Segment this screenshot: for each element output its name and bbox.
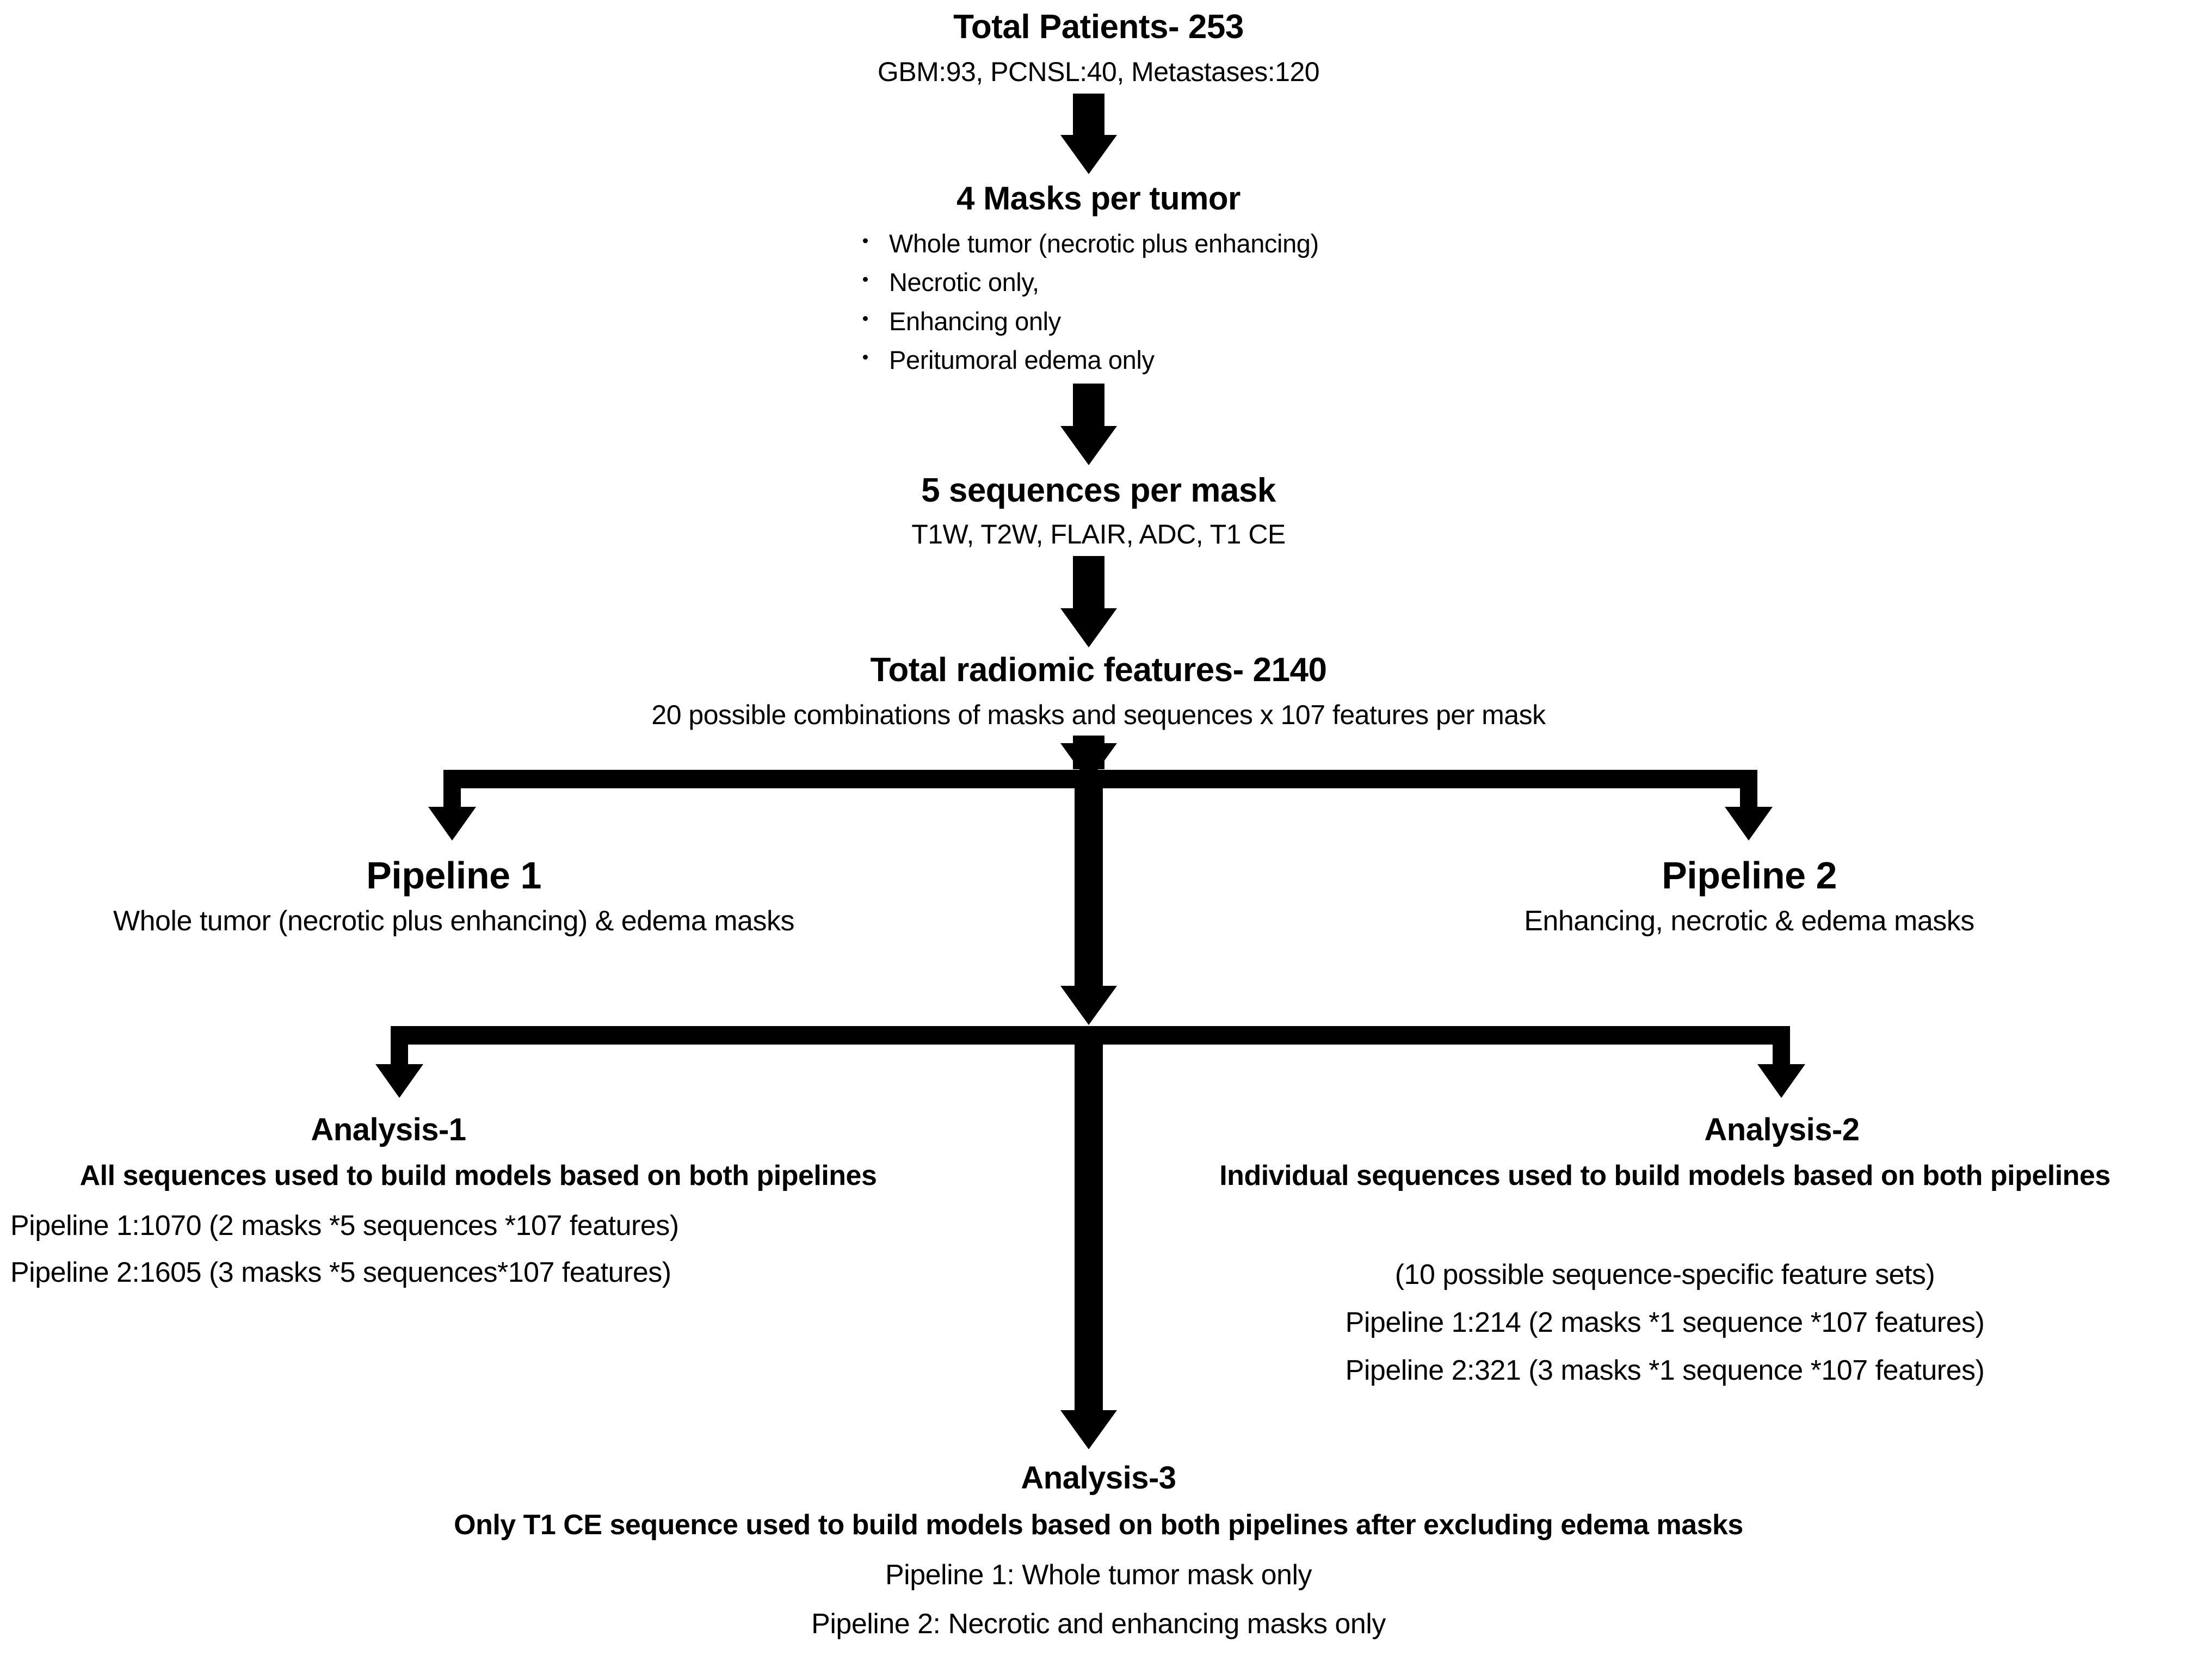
list-item: Necrotic only, bbox=[849, 263, 1529, 301]
connector-masks-to-sequences-shaft bbox=[1073, 384, 1104, 427]
connector-split1-right-shaft bbox=[1740, 770, 1757, 808]
node-total-patients-subtitle: GBM:93, PCNSL:40, Metastases:120 bbox=[877, 57, 1320, 87]
node-analysis-3-title: Analysis-3 bbox=[1021, 1460, 1176, 1496]
node-total-patients-title: Total Patients- 253 bbox=[953, 8, 1244, 46]
node-analysis-1-line-1: Pipeline 1:1070 (2 masks *5 sequences *1… bbox=[10, 1210, 679, 1242]
connector-masks-to-sequences-head bbox=[1060, 426, 1117, 465]
node-analysis-2-line-3: Pipeline 2:321 (3 masks *1 sequence *107… bbox=[1345, 1355, 1985, 1386]
node-sequences-title: 5 sequences per mask bbox=[921, 472, 1276, 509]
node-masks-list: Whole tumor (necrotic plus enhancing) Ne… bbox=[849, 224, 1529, 380]
node-pipeline-1-title: Pipeline 1 bbox=[366, 854, 541, 897]
connector-sequences-to-features-shaft bbox=[1073, 556, 1104, 609]
node-analysis-3-heading: Only T1 CE sequence used to build models… bbox=[454, 1509, 1743, 1541]
list-item: Enhancing only bbox=[849, 302, 1529, 341]
connector-patients-to-masks-head bbox=[1060, 135, 1117, 174]
list-item: Peritumoral edema only bbox=[849, 341, 1529, 379]
node-features-title: Total radiomic features- 2140 bbox=[870, 651, 1327, 689]
node-pipeline-2-title: Pipeline 2 bbox=[1662, 854, 1837, 897]
list-item: Whole tumor (necrotic plus enhancing) bbox=[849, 224, 1529, 263]
connector-split1-left-shaft bbox=[443, 770, 461, 808]
node-pipeline-2-subtitle: Enhancing, necrotic & edema masks bbox=[1524, 905, 1974, 937]
node-analysis-1-title: Analysis-1 bbox=[311, 1112, 466, 1147]
node-analysis-3-line-1: Pipeline 1: Whole tumor mask only bbox=[885, 1559, 1312, 1591]
connector-split1-right-head bbox=[1725, 807, 1773, 841]
node-analysis-1-heading: All sequences used to build models based… bbox=[79, 1160, 877, 1191]
connector-features-split-bar bbox=[443, 770, 1757, 788]
node-sequences-subtitle: T1W, T2W, FLAIR, ADC, T1 CE bbox=[911, 519, 1286, 549]
node-masks-title: 4 Masks per tumor bbox=[956, 180, 1241, 217]
connector-split1-left-head bbox=[428, 807, 476, 841]
node-analysis-1-line-2: Pipeline 2:1605 (3 masks *5 sequences*10… bbox=[10, 1257, 671, 1288]
node-analysis-2-heading: Individual sequences used to build model… bbox=[1219, 1160, 2110, 1191]
connector-split2-right-head bbox=[1757, 1064, 1805, 1098]
connector-split1-center-head bbox=[1060, 986, 1117, 1025]
connector-split2-center-shaft bbox=[1075, 1045, 1103, 1415]
connector-split1-center-shaft bbox=[1075, 788, 1103, 991]
connector-sequences-to-features-head bbox=[1060, 608, 1117, 647]
node-features-subtitle: 20 possible combinations of masks and se… bbox=[651, 700, 1546, 730]
connector-split2-left-head bbox=[375, 1064, 423, 1098]
connector-center-to-analysis-3-head bbox=[1060, 1410, 1117, 1449]
node-analysis-3-line-2: Pipeline 2: Necrotic and enhancing masks… bbox=[811, 1608, 1386, 1640]
node-pipeline-1-subtitle: Whole tumor (necrotic plus enhancing) & … bbox=[113, 905, 794, 937]
connector-patients-to-masks-shaft bbox=[1073, 94, 1104, 136]
node-analysis-2-title: Analysis-2 bbox=[1704, 1112, 1860, 1147]
node-analysis-2-line-2: Pipeline 1:214 (2 masks *1 sequence *107… bbox=[1345, 1307, 1985, 1338]
node-analysis-2-line-1: (10 possible sequence-specific feature s… bbox=[1394, 1259, 1935, 1290]
connector-split2-right-shaft bbox=[1773, 1026, 1790, 1065]
connector-split2-left-shaft bbox=[391, 1026, 408, 1065]
connector-pipelines-split-bar bbox=[391, 1026, 1790, 1045]
